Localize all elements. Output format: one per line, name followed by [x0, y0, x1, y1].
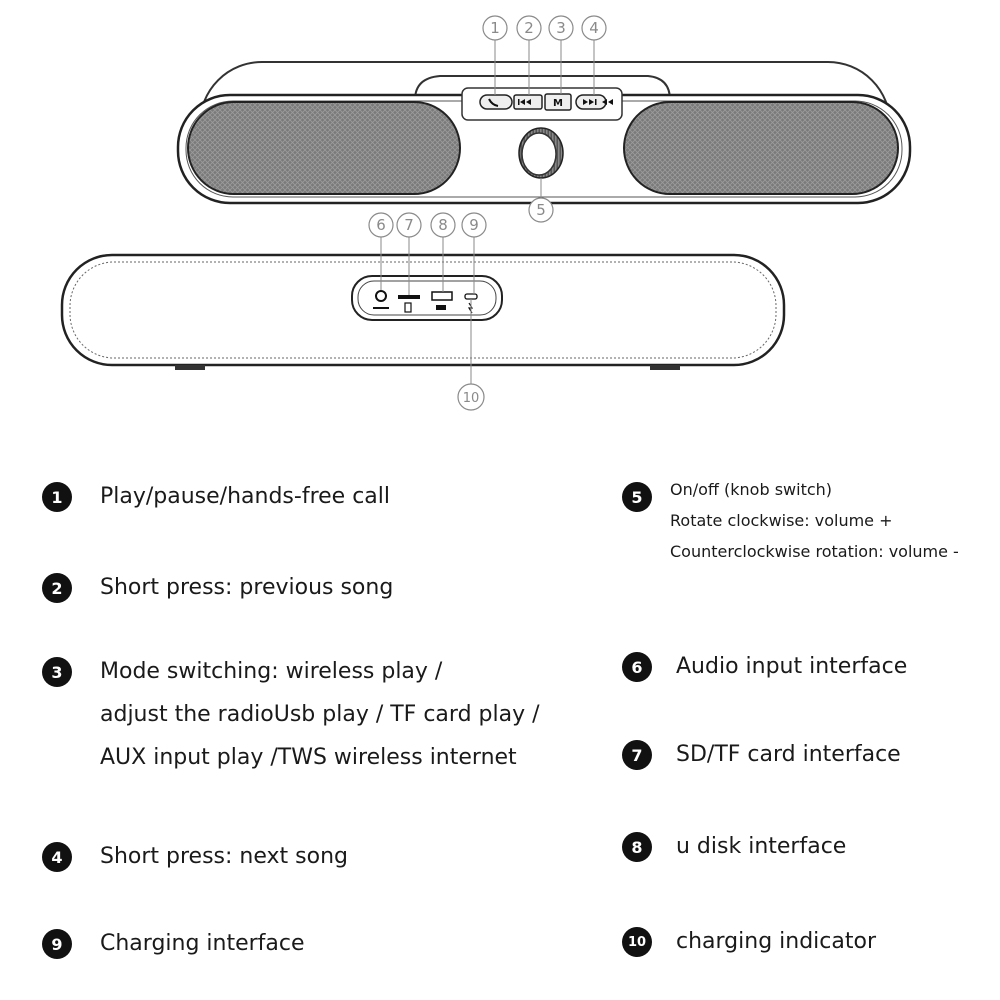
legend-badge: 7 [622, 740, 652, 770]
legend-item-7: 7 SD/TF card interface [622, 740, 901, 776]
callout-labels [368, 15, 607, 411]
legend-badge: 4 [42, 842, 72, 872]
speaker-diagram: M [60, 15, 912, 411]
volume-knob [518, 127, 564, 179]
legend-text: Short press: next song [100, 844, 348, 869]
legend-badge: 9 [42, 929, 72, 959]
legend-item-4: 4 Short press: next song [42, 842, 348, 878]
callout-5: 5 [536, 201, 546, 219]
svg-text:M: M [553, 98, 563, 109]
legend-badge: 1 [42, 482, 72, 512]
legend-text: Short press: previous song [100, 575, 394, 600]
legend-text: u disk interface [676, 834, 847, 859]
legend-text: Play/pause/hands-free call [100, 484, 390, 509]
previous-button [513, 94, 543, 110]
callout-1: 1 [490, 19, 500, 37]
audio-input-port [373, 290, 389, 309]
legend-item-1: 1 Play/pause/hands-free call [42, 482, 390, 518]
callout-9: 9 [469, 216, 479, 234]
legend-badge: 2 [42, 573, 72, 603]
callout-2: 2 [524, 19, 534, 37]
legend-item-8: 8 u disk interface [622, 832, 846, 868]
sd-card-slot [398, 295, 420, 313]
legend-text: SD/TF card interface [676, 742, 901, 767]
callout-10: 10 [463, 391, 480, 406]
legend-text: On/off (knob switch) Rotate clockwise: v… [670, 480, 959, 561]
play-pause-call-button [479, 94, 513, 110]
legend-item-3: 3 Mode switching: wireless play / adjust… [42, 657, 540, 779]
speaker-back-view [60, 235, 786, 385]
legend-badge: 5 [622, 482, 652, 512]
callout-6: 6 [376, 216, 386, 234]
legend-text: charging indicator [676, 929, 876, 954]
legend-text: Mode switching: wireless play / adjust t… [100, 659, 540, 770]
speaker-front-view: M [176, 40, 912, 205]
left-speaker-grille [187, 101, 461, 195]
mode-button: M [544, 93, 572, 111]
legend-badge: 6 [622, 652, 652, 682]
callout-7: 7 [404, 216, 414, 234]
right-speaker-grille [623, 101, 899, 195]
next-button [575, 94, 613, 110]
callout-8: 8 [438, 216, 448, 234]
legend-text: Charging interface [100, 931, 305, 956]
legend-item-5: 5 On/off (knob switch) Rotate clockwise:… [622, 480, 959, 567]
legend-text: Audio input interface [676, 654, 908, 679]
legend-badge: 10 [622, 927, 652, 957]
callout-4: 4 [589, 19, 599, 37]
legend-badge: 3 [42, 657, 72, 687]
usb-port [431, 291, 453, 310]
callout-3: 3 [556, 19, 566, 37]
legend-item-9: 9 Charging interface [42, 929, 305, 965]
legend-item-10: 10 charging indicator [622, 927, 876, 963]
legend-badge: 8 [622, 832, 652, 862]
legend-item-6: 6 Audio input interface [622, 652, 907, 688]
legend-item-2: 2 Short press: previous song [42, 573, 393, 609]
